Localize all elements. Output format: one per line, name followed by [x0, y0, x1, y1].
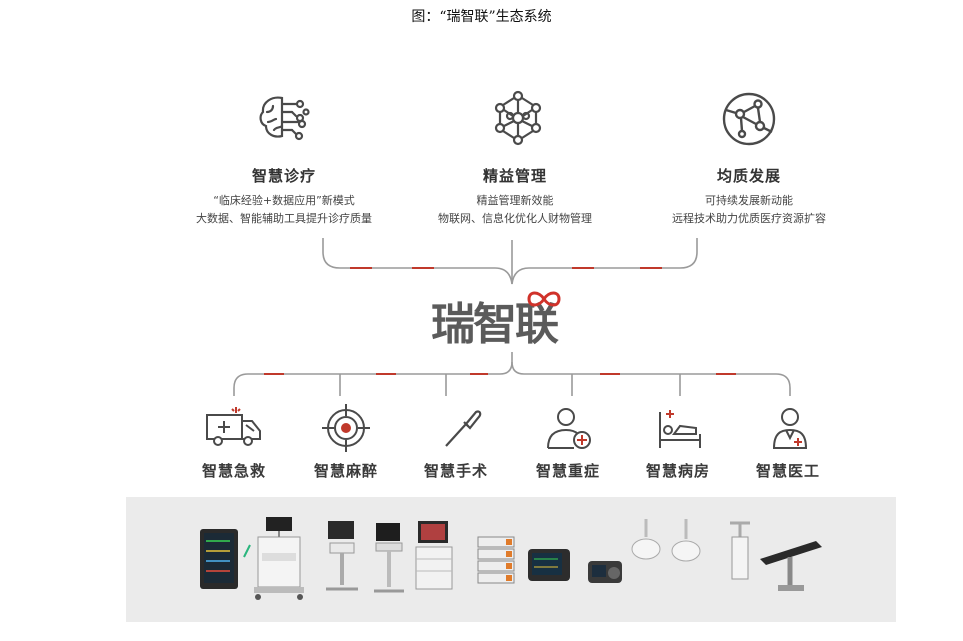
module-smart-ward: 智慧病房	[628, 456, 728, 481]
module-label: 智慧医工	[755, 462, 820, 480]
pillar-line: 大数据、智能辅助工具提升诊疗质量	[196, 212, 372, 225]
module-smart-anesthesia: 智慧麻醉	[296, 456, 396, 481]
module-label: 智慧麻醉	[313, 462, 378, 480]
target-icon	[322, 404, 370, 452]
pillar-line: 精益管理新效能	[476, 194, 554, 207]
patient-monitor	[200, 529, 238, 589]
module-smart-emergency: 智慧急救	[184, 456, 284, 481]
infinity-mark-icon	[527, 291, 561, 307]
network-nodes-icon	[490, 90, 546, 146]
patient-plus-icon	[544, 406, 596, 450]
scalpel-icon	[440, 406, 484, 450]
hospital-bed-icon	[656, 406, 704, 450]
doctor-icon	[770, 406, 810, 450]
ruizhilian-logo: 瑞智联	[431, 299, 559, 350]
vital-signs-monitor	[528, 549, 570, 581]
pillar-title: 均质发展	[716, 167, 781, 185]
defibrillator	[588, 561, 622, 583]
module-label: 智慧急救	[201, 462, 266, 480]
pillar-line: “临床经验+数据应用”新模式	[213, 194, 355, 207]
brain-circuit-icon	[256, 92, 312, 144]
pillar-smart-diagnosis: 智慧诊疗 “临床经验+数据应用”新模式 大数据、智能辅助工具提升诊疗质量	[159, 165, 409, 228]
module-label: 智慧重症	[535, 462, 600, 480]
pillar-balanced-development: 均质发展 可持续发展新动能 远程技术助力优质医疗资源扩容	[624, 165, 874, 228]
pillar-line: 远程技术助力优质医疗资源扩容	[672, 212, 826, 225]
pillar-line: 可持续发展新动能	[705, 194, 793, 207]
ambulance-icon	[204, 405, 264, 449]
pillar-lean-management: 精益管理 精益管理新效能 物联网、信息化优化人财物管理	[390, 165, 640, 228]
module-smart-icu: 智慧重症	[518, 456, 618, 481]
pillar-title: 智慧诊疗	[251, 167, 316, 185]
anesthesia-machine	[243, 517, 304, 600]
module-smart-surgery: 智慧手术	[406, 456, 506, 481]
ultrasound-cart	[326, 521, 358, 591]
module-smart-engineering: 智慧医工	[738, 456, 838, 481]
infusion-pumps	[477, 536, 515, 584]
pillar-title: 精益管理	[482, 167, 547, 185]
pillar-line: 物联网、信息化优化人财物管理	[438, 212, 592, 225]
pendant	[730, 521, 750, 580]
globe-network-icon	[720, 90, 778, 148]
surgical-light	[631, 519, 701, 562]
endoscopy-tower	[415, 521, 453, 590]
module-label: 智慧病房	[645, 462, 710, 480]
device-panel	[126, 497, 896, 622]
device-lineup	[200, 517, 822, 600]
figure-caption: 图：“瑞智联”生态系统	[411, 9, 552, 25]
operating-table	[760, 541, 822, 591]
ultrasound-cart-2	[374, 523, 404, 593]
module-label: 智慧手术	[423, 462, 488, 480]
